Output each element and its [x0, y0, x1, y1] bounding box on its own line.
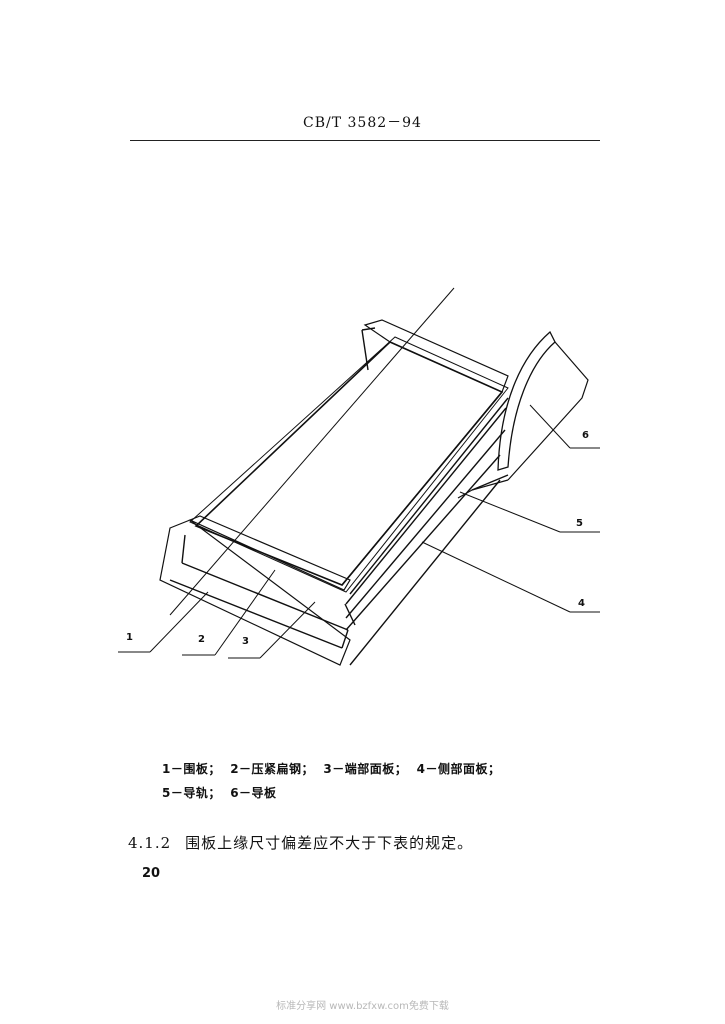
standard-code-header: CB/T 3582－94 [303, 115, 422, 131]
clause-text: 围板上缘尺寸偏差应不大于下表的规定。 [185, 834, 474, 852]
label-4: 4 [578, 598, 585, 609]
label-5: 5 [576, 518, 583, 529]
watermark: 标准分享网 www.bzfxw.com免费下载 [276, 1001, 449, 1012]
leader-5 [459, 491, 561, 533]
leader-2 [214, 569, 276, 656]
leader-4 [421, 541, 571, 613]
guide-plate [497, 330, 556, 471]
leader-6 [529, 404, 571, 449]
coaming-figure: 1 2 3 4 5 6 [118, 287, 600, 666]
label-1: 1 [126, 632, 133, 643]
clause-number: 4.1.2 [128, 834, 172, 852]
figure-caption-line-1: 1－围板； 2－压紧扁钢； 3－端部面板； 4－侧部面板； [162, 762, 501, 776]
leader-3 [259, 601, 316, 659]
clause-4-1-2: 4.1.2 围板上缘尺寸偏差应不大于下表的规定。 [128, 832, 473, 853]
label-6: 6 [582, 430, 589, 441]
label-2: 2 [198, 634, 205, 645]
near-end-frame [188, 515, 351, 591]
page-number: 20 [142, 866, 161, 881]
header-rule [130, 140, 600, 141]
right-rail-1 [341, 391, 503, 586]
end-frame-top [363, 319, 509, 393]
leader-1 [149, 591, 209, 653]
figure-caption-line-2: 5－导轨； 6－导板 [162, 786, 277, 800]
label-3: 3 [242, 636, 249, 647]
